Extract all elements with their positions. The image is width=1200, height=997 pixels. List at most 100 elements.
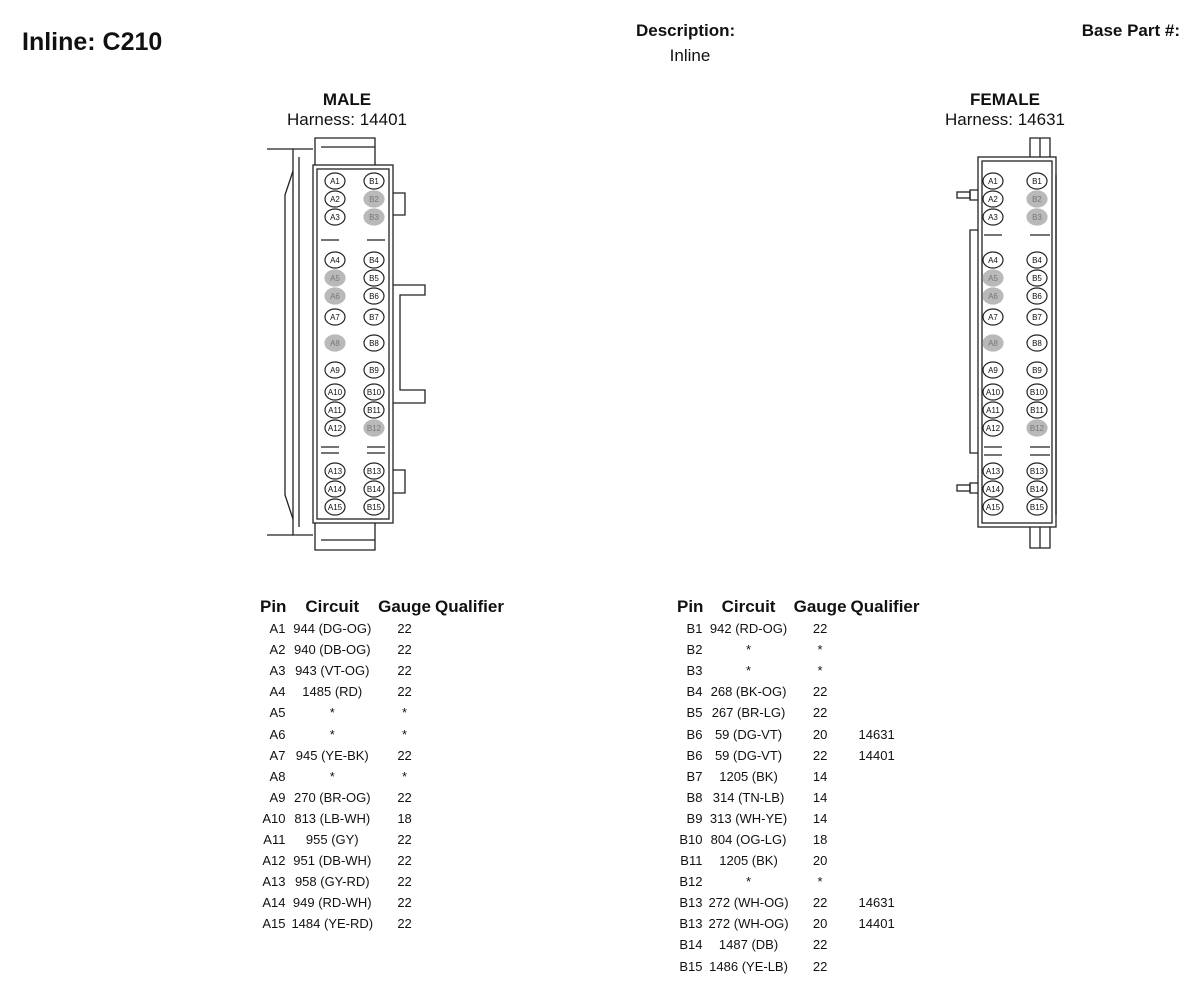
pin-b8-circle [1026, 334, 1048, 352]
pin-a10-circle [982, 383, 1004, 401]
pin-cell: B3 [686, 663, 703, 679]
pin-a15-circle [982, 498, 1004, 516]
pin-b11-circle [1026, 401, 1048, 419]
pin-cell: B6 [686, 726, 703, 742]
pin-b7-label: B7 [1032, 313, 1042, 322]
pin-b11-circle [363, 401, 385, 419]
pin-a3-label: A3 [988, 213, 998, 222]
pin-b3-label: B3 [369, 213, 379, 222]
pin-cell: A9 [269, 789, 286, 805]
pin-a14-circle [982, 480, 1004, 498]
pin-b9-label: B9 [1032, 366, 1042, 375]
gauge-cell: * [402, 705, 408, 721]
pin-b8-label: B8 [369, 339, 379, 348]
qualifier-cell [849, 618, 922, 639]
pin-a3-label: A3 [330, 213, 340, 222]
qualifier-cell [849, 850, 922, 871]
circuit-cell: 268 (BK-OG) [710, 684, 787, 700]
pin-a14-label: A14 [986, 485, 1001, 494]
pin-b11-label: B11 [1030, 406, 1044, 415]
gauge-cell: 14 [812, 810, 828, 826]
pin-b12-circle [1026, 419, 1048, 437]
pin-a7-circle [324, 308, 346, 326]
pin-b1-circle [363, 172, 385, 190]
pin-b12-label: B12 [367, 424, 382, 433]
circuit-cell: 1487 (DB) [718, 937, 779, 953]
pin-cell: B7 [686, 768, 703, 784]
circuit-cell: 942 (RD-OG) [709, 621, 788, 637]
table-row: A5** [258, 702, 506, 723]
table-row: A6** [258, 723, 506, 744]
pin-a14-label: A14 [328, 485, 343, 494]
circuit-cell: 1205 (BK) [719, 768, 778, 784]
gauge-cell: * [402, 768, 408, 784]
pin-a11-circle [982, 401, 1004, 419]
pin-cell: B4 [686, 684, 703, 700]
pin-b6-circle [1026, 287, 1048, 305]
header-pin: Pin [677, 597, 704, 616]
gauge-cell: 14 [812, 768, 828, 784]
circuit-cell: * [329, 705, 335, 721]
header-gauge: Gauge [793, 597, 847, 616]
pin-a7-label: A7 [988, 313, 998, 322]
pin-b10-label: B10 [367, 388, 382, 397]
circuit-cell: 813 (LB-WH) [294, 810, 371, 826]
pin-b7-label: B7 [369, 313, 379, 322]
pin-b3-circle [363, 208, 385, 226]
gauge-cell: * [817, 663, 823, 679]
pin-cell: A7 [269, 747, 286, 763]
pin-a12-label: A12 [328, 424, 343, 433]
pin-b12-label: B12 [1030, 424, 1045, 433]
pin-a5-circle [324, 269, 346, 287]
circuit-cell: 1485 (RD) [302, 684, 363, 700]
pin-cell: B13 [679, 916, 703, 932]
pin-a2-label: A2 [330, 195, 340, 204]
pin-a11-label: A11 [328, 406, 342, 415]
pin-cell: B15 [679, 958, 703, 974]
pin-b14-label: B14 [1030, 485, 1045, 494]
pin-a4-circle [324, 251, 346, 269]
gauge-cell: * [402, 726, 408, 742]
table-header-row: Pin Circuit Gauge Qualifier [675, 596, 922, 618]
qualifier-cell [849, 639, 922, 660]
pin-a7-label: A7 [330, 313, 340, 322]
header-circuit: Circuit [721, 597, 776, 616]
qualifier-cell [849, 766, 922, 787]
qualifier-cell [433, 618, 506, 639]
pin-b7-circle [1026, 308, 1048, 326]
gauge-cell: * [817, 642, 823, 658]
pin-a3-circle [324, 208, 346, 226]
pin-b14-circle [1026, 480, 1048, 498]
pin-a15-circle [324, 498, 346, 516]
header-gauge: Gauge [378, 597, 431, 616]
gauge-cell: 22 [397, 831, 412, 847]
pin-cell: B13 [679, 895, 703, 911]
page-title: Inline: C210 [22, 28, 163, 56]
pin-cell: B6 [686, 747, 703, 763]
pin-b8-circle [363, 334, 385, 352]
qualifier-cell [433, 745, 506, 766]
pin-b2-label: B2 [369, 195, 379, 204]
qualifier-cell [849, 956, 922, 977]
qualifier-cell [849, 871, 922, 892]
circuit-cell: 272 (WH-OG) [708, 916, 789, 932]
circuit-cell: * [329, 768, 335, 784]
pin-b9-circle [1026, 361, 1048, 379]
pin-b15-circle [363, 498, 385, 516]
circuit-cell: 272 (WH-OG) [708, 895, 789, 911]
qualifier-cell [433, 639, 506, 660]
description-value: Inline [669, 46, 711, 65]
gauge-cell: 22 [397, 747, 412, 763]
pin-a8-circle [324, 334, 346, 352]
